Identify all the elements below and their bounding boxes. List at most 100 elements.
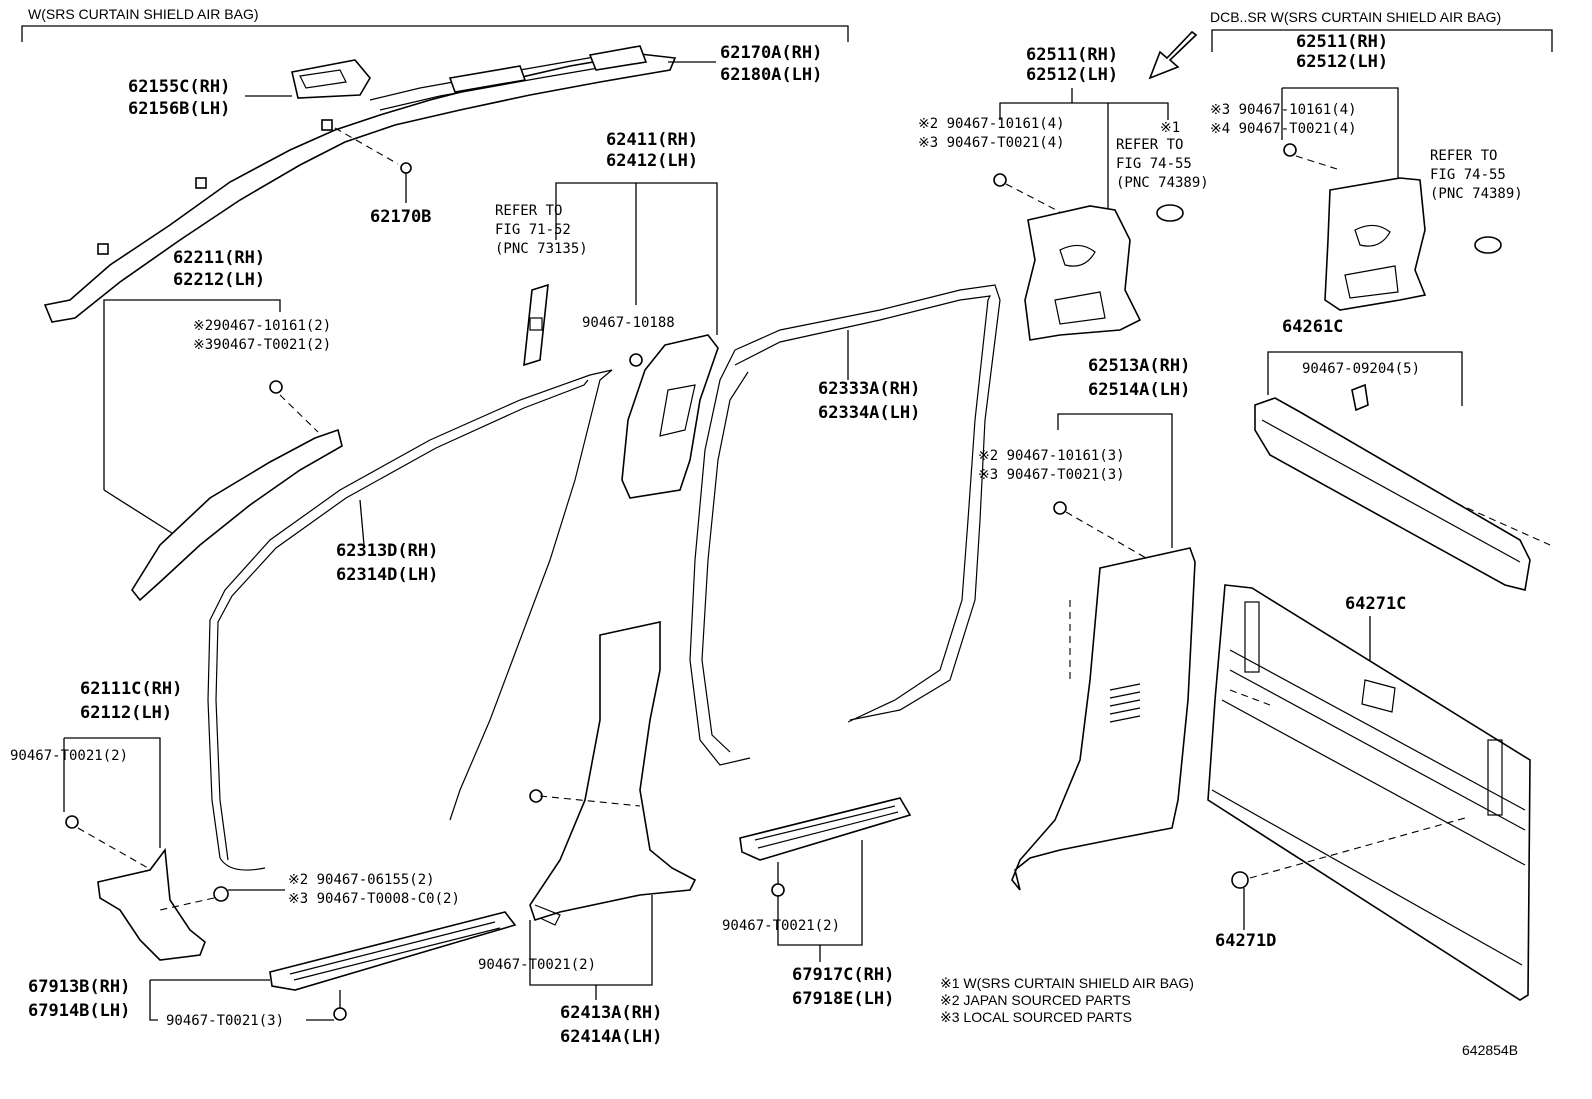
label-clip-t0021-step: 90467-T0021(2) <box>722 918 840 934</box>
svg-text:67913B(RH): 67913B(RH) <box>28 977 130 997</box>
label-62333: 62333A(RH) 62334A(LH) <box>818 379 920 423</box>
svg-text:90467-T0021(2): 90467-T0021(2) <box>478 957 596 973</box>
svg-text:64271D: 64271D <box>1215 931 1276 951</box>
svg-text:※1: ※1 <box>1160 120 1180 136</box>
svg-text:62334A(LH): 62334A(LH) <box>818 403 920 423</box>
label-note1-mark: ※1 <box>1160 120 1180 136</box>
svg-text:62155C(RH): 62155C(RH) <box>128 77 230 97</box>
refer-74389-left: REFER TO FIG 74-55 (PNC 74389) <box>1116 137 1209 191</box>
refer-73135: REFER TO FIG 71-52 (PNC 73135) <box>495 203 588 257</box>
b-pillar-upper-part <box>621 334 719 499</box>
label-64271c: 64271C <box>1345 594 1406 614</box>
svg-text:FIG 74-55: FIG 74-55 <box>1116 156 1192 172</box>
quarter-lower-trim-part <box>1011 547 1196 891</box>
label-62411: 62411(RH) 62412(LH) <box>606 130 698 171</box>
header-left-bracket: W(SRS CURTAIN SHIELD AIR BAG) <box>21 6 849 42</box>
svg-text:※3 90467-T0021(3): ※3 90467-T0021(3) <box>978 467 1125 483</box>
header-right-bracket: DCB..SR W(SRS CURTAIN SHIELD AIR BAG) <box>1210 9 1553 52</box>
rear-scuff-plate-part <box>739 797 912 861</box>
label-clip-t0021-3: 90467-T0021(3) <box>166 1013 284 1029</box>
label-62170b: 62170B <box>370 207 431 227</box>
svg-text:62413A(RH): 62413A(RH) <box>560 1003 662 1023</box>
svg-text:64271C: 64271C <box>1345 594 1406 614</box>
svg-text:FIG 74-55: FIG 74-55 <box>1430 167 1506 183</box>
svg-text:※4 90467-T0021(4): ※4 90467-T0021(4) <box>1210 121 1357 137</box>
label-62511-right: 62511(RH) 62512(LH) <box>1296 32 1388 72</box>
svg-text:(PNC 74389): (PNC 74389) <box>1430 186 1523 202</box>
label-62511-right-clips: ※3 90467-10161(4) ※4 90467-T0021(4) <box>1210 102 1357 137</box>
svg-text:62333A(RH): 62333A(RH) <box>818 379 920 399</box>
svg-text:※390467-T0021(2): ※390467-T0021(2) <box>193 337 331 353</box>
svg-text:62511(RH): 62511(RH) <box>1296 32 1388 52</box>
svg-text:62212(LH): 62212(LH) <box>173 270 265 290</box>
quarter-upper-trim-right <box>1324 177 1427 311</box>
svg-text:※2 JAPAN SOURCED PARTS: ※2 JAPAN SOURCED PARTS <box>940 992 1131 1008</box>
svg-text:※2 90467-06155(2): ※2 90467-06155(2) <box>288 872 435 888</box>
svg-text:62112(LH): 62112(LH) <box>80 703 172 723</box>
header-right: DCB..SR W(SRS CURTAIN SHIELD AIR BAG) <box>1210 9 1501 25</box>
label-62111: 62111C(RH) 62112(LH) <box>80 679 182 723</box>
label-62511-left: 62511(RH) 62512(LH) <box>1026 45 1118 85</box>
header-left: W(SRS CURTAIN SHIELD AIR BAG) <box>28 6 259 22</box>
svg-text:62156B(LH): 62156B(LH) <box>128 99 230 119</box>
b-pillar-lower-part <box>529 621 697 922</box>
label-62413: 62413A(RH) 62414A(LH) <box>560 1003 662 1047</box>
label-67913: 67913B(RH) 67914B(LH) <box>28 977 130 1021</box>
label-clip-t0021-left: 90467-T0021(2) <box>10 748 128 764</box>
label-62211: 62211(RH) 62212(LH) <box>173 248 265 290</box>
front-kick-panel-part <box>97 847 206 961</box>
curtain-airbag-part <box>43 45 677 323</box>
svg-text:62170A(RH): 62170A(RH) <box>720 43 822 63</box>
door-opening-trim-front <box>207 369 613 859</box>
svg-text:62514A(LH): 62514A(LH) <box>1088 380 1190 400</box>
label-62513: 62513A(RH) 62514A(LH) <box>1088 356 1190 400</box>
diagram-id: 642854B <box>1462 1042 1518 1058</box>
door-opening-trim-rear <box>734 284 1001 721</box>
svg-text:62180A(LH): 62180A(LH) <box>720 65 822 85</box>
front-scuff-plate-part <box>269 911 517 991</box>
svg-text:※2 90467-10161(4): ※2 90467-10161(4) <box>918 116 1065 132</box>
svg-text:90467-T0021(2): 90467-T0021(2) <box>10 748 128 764</box>
svg-text:※3 90467-T0021(4): ※3 90467-T0021(4) <box>918 135 1065 151</box>
arrow-icon <box>1148 30 1198 80</box>
svg-text:REFER TO: REFER TO <box>1116 137 1183 153</box>
svg-text:※290467-10161(2): ※290467-10161(2) <box>193 318 331 334</box>
svg-text:(PNC 74389): (PNC 74389) <box>1116 175 1209 191</box>
svg-text:62414A(LH): 62414A(LH) <box>560 1027 662 1047</box>
svg-text:FIG 71-52: FIG 71-52 <box>495 222 571 238</box>
svg-text:62111C(RH): 62111C(RH) <box>80 679 182 699</box>
svg-text:※3 90467-10161(4): ※3 90467-10161(4) <box>1210 102 1357 118</box>
svg-text:67917C(RH): 67917C(RH) <box>792 965 894 985</box>
svg-text:62512(LH): 62512(LH) <box>1296 52 1388 72</box>
svg-text:67914B(LH): 67914B(LH) <box>28 1001 130 1021</box>
svg-text:90467-T0021(3): 90467-T0021(3) <box>166 1013 284 1029</box>
svg-text:※3 90467-T0008-C0(2): ※3 90467-T0008-C0(2) <box>288 891 460 907</box>
label-62211-clips: ※290467-10161(2) ※390467-T0021(2) <box>193 318 331 353</box>
label-clip-09204: 90467-09204(5) <box>1302 361 1420 377</box>
svg-text:62513A(RH): 62513A(RH) <box>1088 356 1190 376</box>
svg-text:90467-10188: 90467-10188 <box>582 315 675 331</box>
svg-text:(PNC 73135): (PNC 73135) <box>495 241 588 257</box>
svg-text:62512(LH): 62512(LH) <box>1026 65 1118 85</box>
svg-text:※3 LOCAL SOURCED PARTS: ※3 LOCAL SOURCED PARTS <box>940 1009 1132 1025</box>
svg-text:REFER TO: REFER TO <box>1430 148 1497 164</box>
label-clips-06155: ※2 90467-06155(2) ※3 90467-T0008-C0(2) <box>288 872 460 907</box>
svg-text:64261C: 64261C <box>1282 317 1343 337</box>
back-panel-part <box>1207 584 1531 1001</box>
svg-text:90467-09204(5): 90467-09204(5) <box>1302 361 1420 377</box>
label-62170a: 62170A(RH) 62180A(LH) <box>720 43 822 85</box>
quarter-upper-trim-left <box>1024 205 1142 341</box>
svg-text:62211(RH): 62211(RH) <box>173 248 265 268</box>
label-clip-t0021-mid: 90467-T0021(2) <box>478 957 596 973</box>
svg-text:※1 W(SRS CURTAIN SHIELD AIR BA: ※1 W(SRS CURTAIN SHIELD AIR BAG) <box>940 975 1194 991</box>
svg-text:62170B: 62170B <box>370 207 431 227</box>
label-62313: 62313D(RH) 62314D(LH) <box>336 541 438 585</box>
label-64261: 64261C <box>1282 317 1343 337</box>
label-clip-10188: 90467-10188 <box>582 315 675 331</box>
svg-text:62511(RH): 62511(RH) <box>1026 45 1118 65</box>
a-pillar-part <box>131 428 343 602</box>
label-62155: 62155C(RH) 62156B(LH) <box>128 77 230 119</box>
label-67917: 67917C(RH) 67918E(LH) <box>792 965 894 1009</box>
label-62513-clips: ※2 90467-10161(3) ※3 90467-T0021(3) <box>978 448 1125 483</box>
